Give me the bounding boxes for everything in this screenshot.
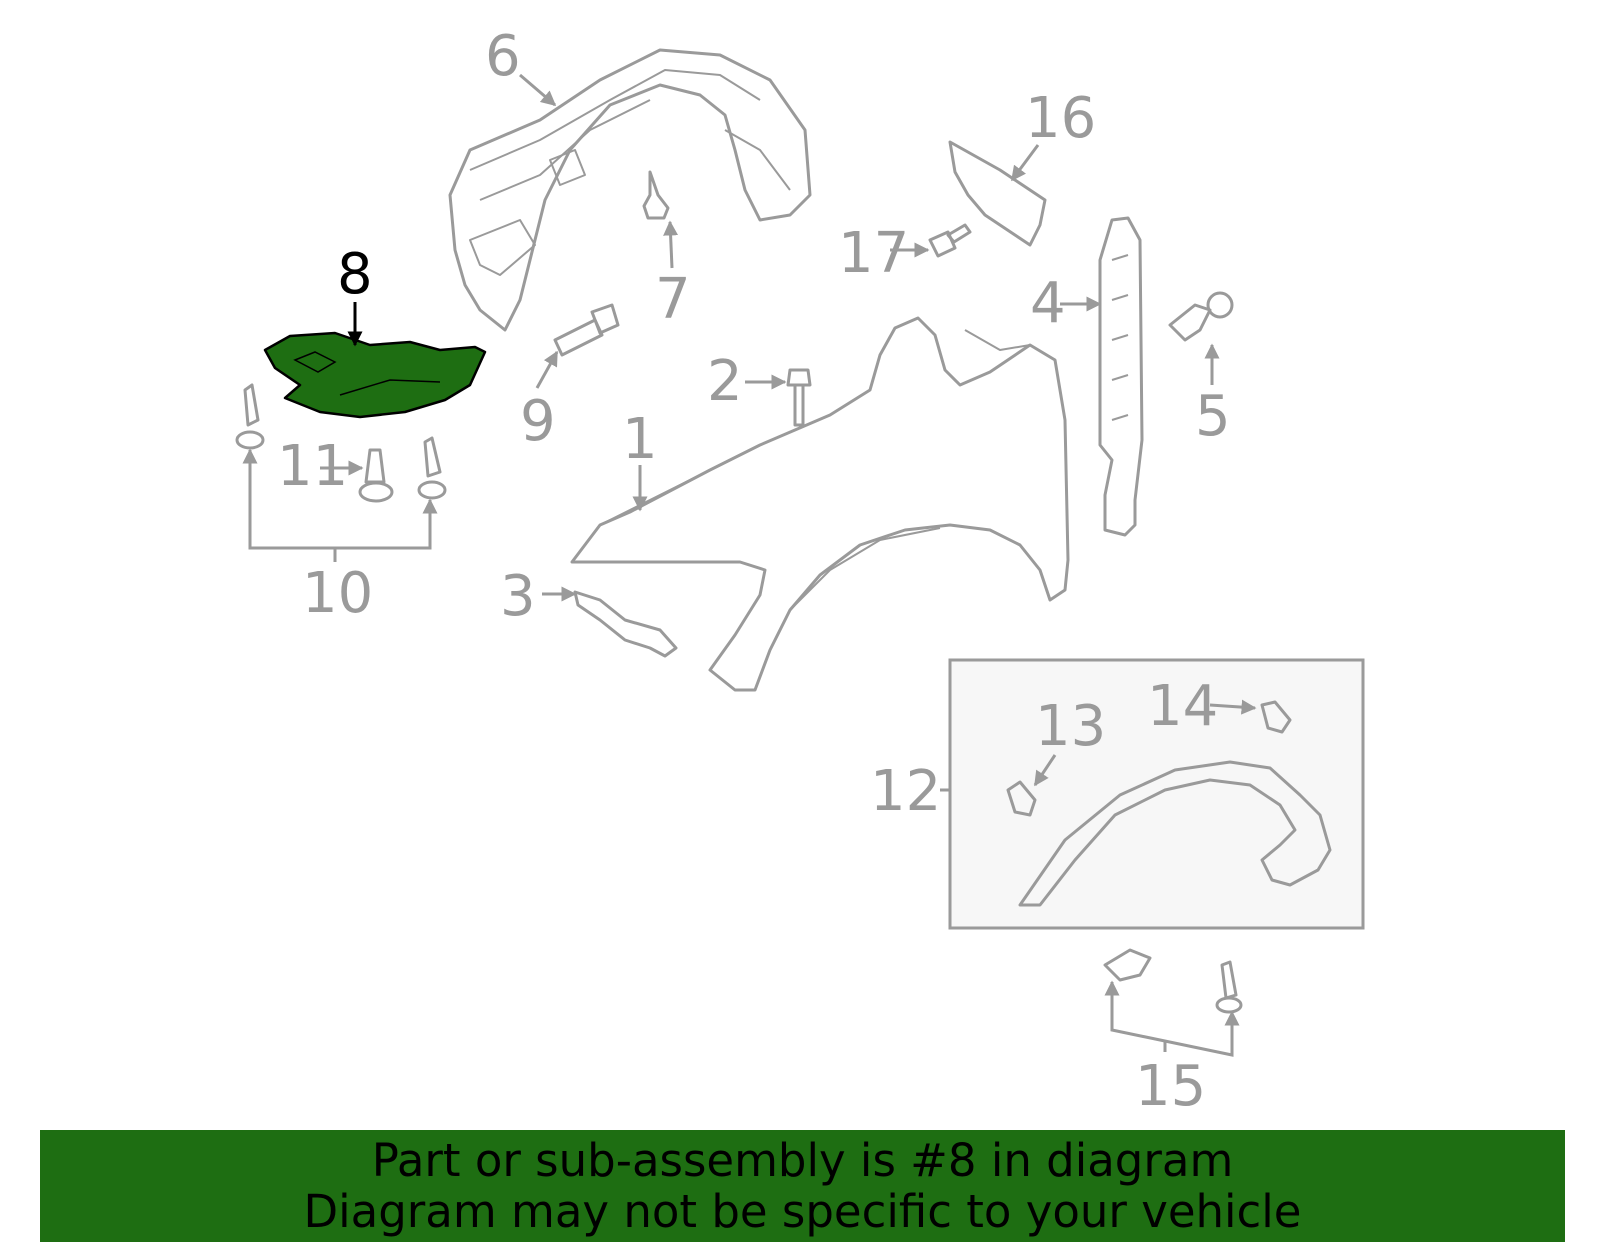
part-16-bracket[interactable] xyxy=(948,140,1047,247)
part-15-clips[interactable] xyxy=(1103,948,1243,1014)
leader-lines xyxy=(242,73,1257,1057)
callout-4: 4 xyxy=(1030,271,1066,336)
part-13-clip[interactable] xyxy=(1006,780,1037,817)
callout-13: 13 xyxy=(1035,694,1106,759)
callout-3: 3 xyxy=(500,564,536,629)
banner-line-2: Diagram may not be specific to your vehi… xyxy=(303,1185,1302,1238)
part-17-bolt[interactable] xyxy=(928,223,972,258)
part-info-banner: Part or sub-assembly is #8 in diagram Di… xyxy=(40,1130,1565,1242)
callout-9: 9 xyxy=(520,389,556,454)
callout-7: 7 xyxy=(655,267,691,332)
part-6-fender-liner[interactable] xyxy=(448,48,812,332)
part-2-bolt[interactable] xyxy=(786,368,812,427)
callout-8: 8 xyxy=(337,242,373,307)
callout-5: 5 xyxy=(1195,384,1231,449)
callout-6: 6 xyxy=(485,24,521,89)
callout-2: 2 xyxy=(707,349,743,414)
callout-16: 16 xyxy=(1025,86,1096,151)
callout-15: 15 xyxy=(1135,1054,1206,1119)
part-4-seal[interactable] xyxy=(1098,216,1144,537)
callout-10: 10 xyxy=(302,561,373,626)
part-11-screw[interactable] xyxy=(358,448,394,503)
callout-17: 17 xyxy=(838,221,909,286)
parts-diagram: 6 7 8 9 2 1 3 16 17 4 5 11 10 12 13 14 1… xyxy=(235,24,1365,1119)
callout-1: 1 xyxy=(622,407,658,472)
part-14-clip[interactable] xyxy=(1260,700,1292,734)
part-3-bracket[interactable] xyxy=(573,590,678,658)
callout-12: 12 xyxy=(870,759,941,824)
banner-line-1: Part or sub-assembly is #8 in diagram xyxy=(371,1134,1234,1187)
part-9-bolt[interactable] xyxy=(553,303,620,357)
part-8-under-cover[interactable] xyxy=(263,331,487,419)
part-1-fender[interactable] xyxy=(570,316,1070,692)
callout-11: 11 xyxy=(277,434,348,499)
part-7-clip[interactable] xyxy=(642,170,670,220)
part-5-clip[interactable] xyxy=(1168,291,1234,342)
callout-14: 14 xyxy=(1147,674,1218,739)
part-12-box[interactable] xyxy=(948,658,1365,930)
